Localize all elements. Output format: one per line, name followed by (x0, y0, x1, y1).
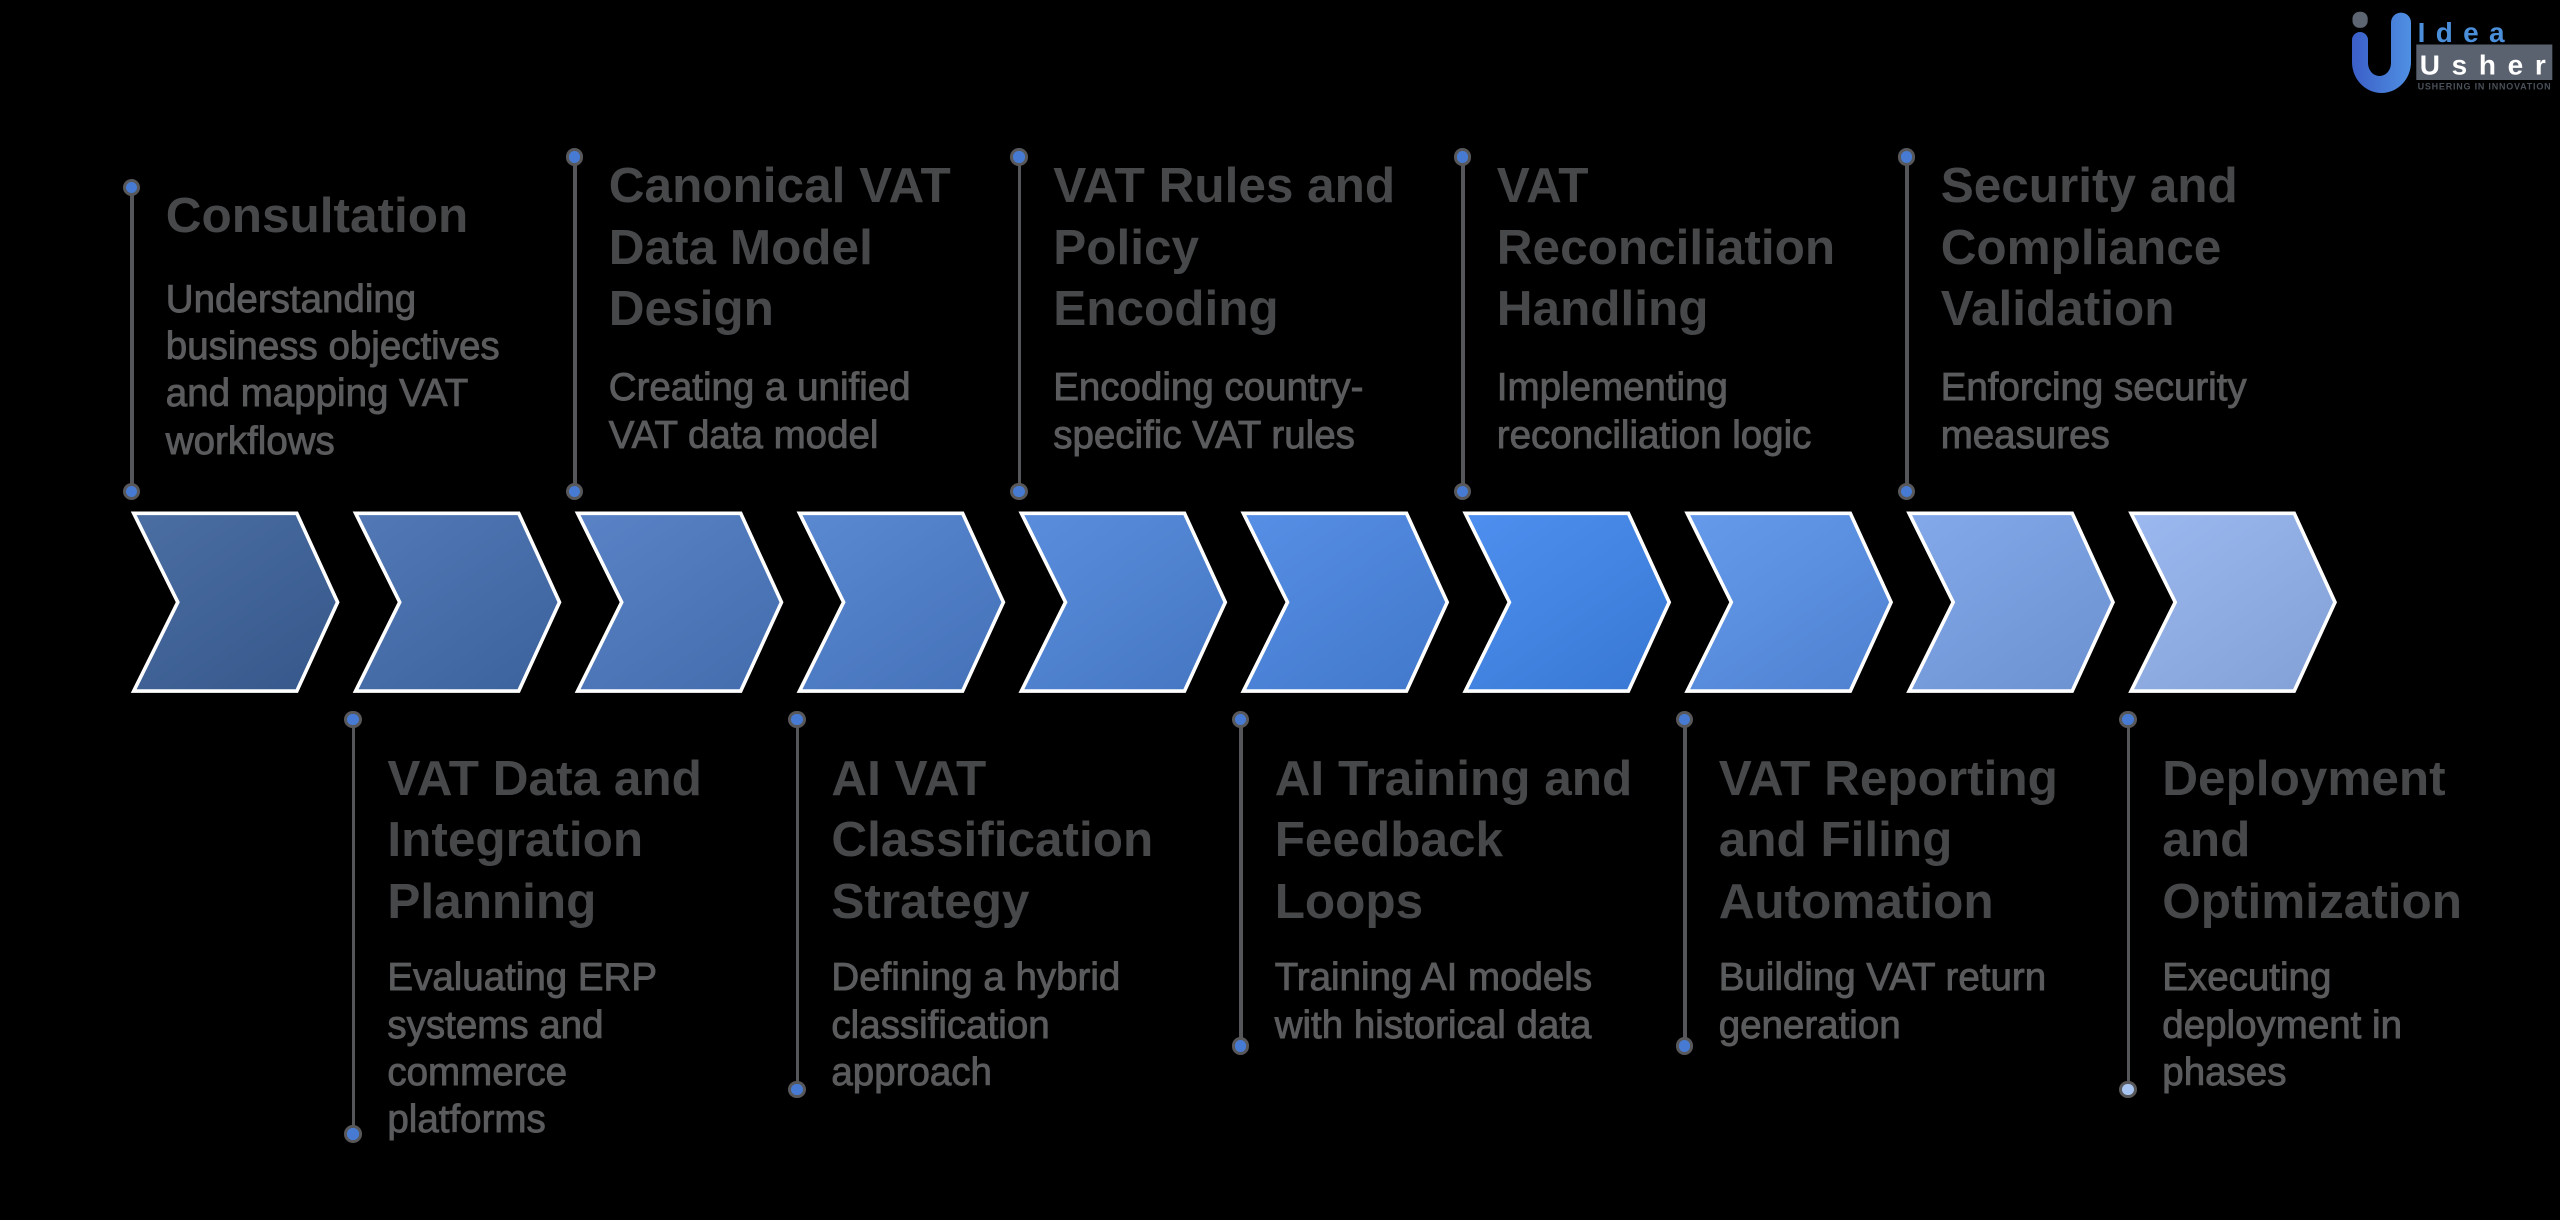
svg-text:Idea: Idea (2418, 17, 2505, 48)
svg-text:USHERING IN INNOVATION: USHERING IN INNOVATION (2418, 81, 2551, 91)
